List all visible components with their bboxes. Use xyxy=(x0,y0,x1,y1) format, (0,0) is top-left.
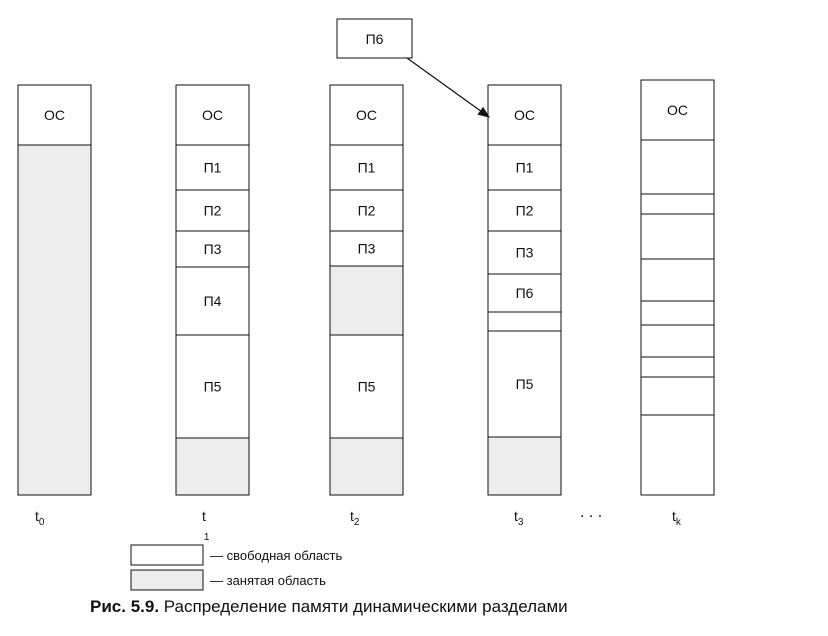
time-label: t3 xyxy=(514,508,524,528)
partition-label: П1 xyxy=(204,160,222,176)
partition-label: ОС xyxy=(356,107,377,123)
memory-partition xyxy=(329,189,404,232)
memory-partition xyxy=(640,193,715,215)
new-process-label: П6 xyxy=(366,31,384,47)
caption-number: Рис. 5.9. xyxy=(90,597,160,616)
legend-free-swatch xyxy=(130,544,204,566)
partition-label: П5 xyxy=(358,379,376,395)
legend-busy-label: — занятая область xyxy=(210,573,326,588)
time-label: tk xyxy=(672,508,682,528)
memory-partition xyxy=(487,311,562,332)
memory-partition xyxy=(329,334,404,439)
occupied-region xyxy=(329,437,404,496)
memory-partition xyxy=(175,189,250,232)
memory-partition xyxy=(487,273,562,313)
legend-free-label: — свободная область xyxy=(210,548,342,563)
memory-partition xyxy=(640,139,715,195)
memory-partition xyxy=(329,84,404,146)
partition-label: П1 xyxy=(516,160,534,176)
partition-label: П1 xyxy=(358,160,376,176)
partition-label: П2 xyxy=(204,203,222,219)
figure-caption: Рис. 5.9. Распределение памяти динамичес… xyxy=(90,597,568,617)
memory-partition xyxy=(640,258,715,302)
partition-label: П5 xyxy=(204,379,222,395)
memory-partition xyxy=(175,144,250,191)
time-label: t2 xyxy=(350,508,360,528)
legend-busy-swatch xyxy=(130,569,204,591)
memory-partition xyxy=(487,144,562,191)
partition-label: П2 xyxy=(358,203,376,219)
partition-label: ОС xyxy=(514,107,535,123)
memory-column-4: ОС tk xyxy=(640,79,715,528)
partition-label: ОС xyxy=(202,107,223,123)
occupied-region xyxy=(329,265,404,336)
memory-partition xyxy=(487,330,562,438)
partition-label: ОС xyxy=(667,102,688,118)
memory-partition xyxy=(175,84,250,146)
occupied-region xyxy=(175,437,250,496)
memory-partition xyxy=(487,230,562,275)
memory-partition xyxy=(640,356,715,378)
memory-partition xyxy=(329,230,404,267)
partition-label: П3 xyxy=(204,241,222,257)
occupied-region xyxy=(17,144,92,496)
memory-column-0: ОС t0 xyxy=(17,84,92,528)
memory-partition xyxy=(640,376,715,416)
partition-label: П3 xyxy=(516,245,534,261)
new-process-box: П6 xyxy=(336,18,413,59)
memory-partition xyxy=(640,79,715,141)
memory-partition xyxy=(640,300,715,326)
partition-label: П4 xyxy=(204,293,222,309)
memory-partition xyxy=(640,213,715,260)
memory-partition xyxy=(17,84,92,146)
ellipsis-dots: . . . xyxy=(580,504,602,521)
partition-label: ОС xyxy=(44,107,65,123)
partition-label: П6 xyxy=(516,285,534,301)
arrow-line xyxy=(406,57,490,118)
legend: — свободная область — занятая область xyxy=(130,544,342,591)
partition-label: П2 xyxy=(516,203,534,219)
time-label: t0 xyxy=(35,508,45,528)
partition-label: П3 xyxy=(358,241,376,257)
memory-partition xyxy=(640,324,715,358)
caption-text: Распределение памяти динамическими разде… xyxy=(163,597,568,616)
occupied-region xyxy=(487,436,562,496)
partition-label: П5 xyxy=(516,376,534,392)
memory-partition xyxy=(640,414,715,496)
memory-partition xyxy=(175,266,250,336)
